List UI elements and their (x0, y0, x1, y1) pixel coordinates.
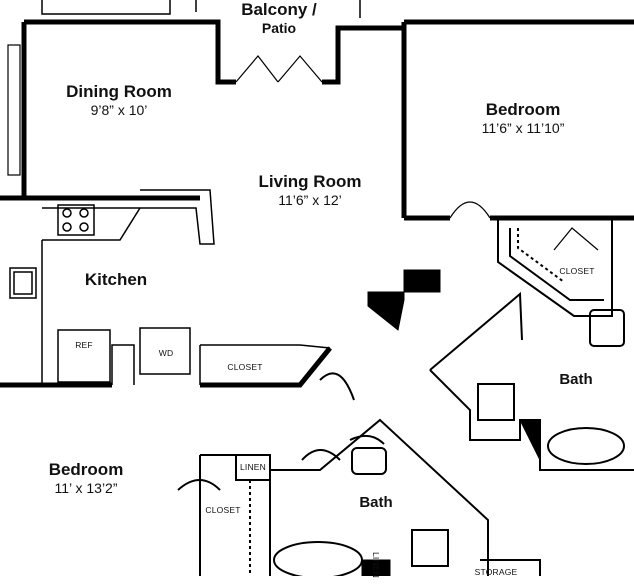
bedroom2-walls (177, 372, 541, 576)
bathtub1 (547, 427, 625, 465)
bath1-walls (429, 291, 634, 471)
kitchen-label: Kitchen (84, 270, 148, 289)
washer-dryer (139, 327, 191, 375)
bathtub2 (273, 541, 363, 576)
balcony-rails (41, 0, 361, 18)
living-room-label: Living Room 11’6” x 12’ (240, 172, 380, 208)
bedroom2-name: Bedroom (48, 460, 124, 479)
closet-hall-label: CLOSET (227, 362, 263, 372)
linen-top-label: LINEN (239, 462, 267, 472)
linen-vertical-label: LINEN (371, 551, 381, 579)
dining-room-name: Dining Room (66, 82, 172, 101)
window-dining (7, 44, 21, 176)
bedroom1-label: Bedroom 11’6” x 11’10” (450, 100, 596, 136)
storage-label: STORAGE (474, 567, 518, 577)
balcony-name: Balcony / (241, 0, 317, 19)
balcony-label: Balcony / Patio (232, 0, 326, 36)
ref-label: REF (75, 340, 93, 350)
bedroom1-name: Bedroom (485, 100, 561, 119)
bedroom1-dims: 11’6” x 11’10” (481, 120, 565, 136)
bedroom1-closet-walls (497, 218, 613, 317)
wd-label: WD (158, 348, 174, 358)
kitchen-sink (9, 267, 37, 299)
walls (0, 19, 634, 388)
kitchen-counters (9, 189, 331, 385)
door-swing-bed1 (449, 201, 491, 219)
refrigerator (57, 329, 111, 383)
dining-room-dims: 9’8” x 10’ (90, 102, 148, 118)
balcony-name-2: Patio (261, 20, 297, 36)
bedroom2-label: Bedroom 11’ x 13’2” (30, 460, 142, 496)
closet-bed2-label: CLOSET (205, 505, 241, 515)
closet-bed1-label: CLOSET (559, 266, 595, 276)
cooktop (57, 204, 95, 236)
dining-room-label: Dining Room 9’8” x 10’ (48, 82, 190, 118)
living-room-dims: 11’6” x 12’ (278, 192, 342, 208)
bath2-label: Bath (359, 494, 393, 511)
living-room-name: Living Room (258, 172, 362, 191)
bath1-label: Bath (559, 371, 593, 388)
wall-block (367, 269, 441, 331)
french-doors (235, 55, 323, 83)
bedroom2-dims: 11’ x 13’2” (54, 480, 118, 496)
